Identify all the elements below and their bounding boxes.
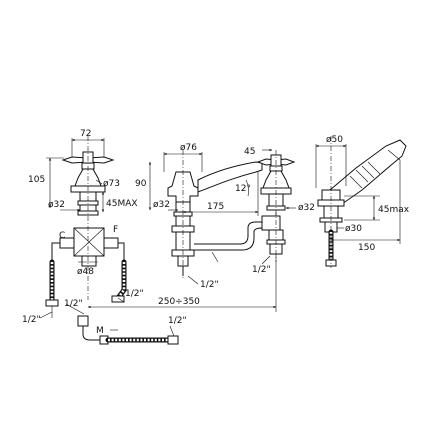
label-half-inch-a: 1/2" — [125, 289, 144, 299]
dim-diameter-32-middle: ø32 — [153, 200, 170, 210]
bottom-hose-assembly: M 1/2" — [77, 315, 187, 345]
label-c: C — [59, 231, 65, 241]
label-m: M — [96, 326, 104, 336]
middle-spout-view: ø76 90 ø32 175 12° 1/2" — [135, 143, 263, 290]
dim-diameter-32-left: ø32 — [48, 200, 65, 210]
dim-150: 150 — [358, 243, 375, 253]
hand-shower-view: ø50 45max ø30 150 — [315, 135, 410, 268]
label-f: F — [113, 225, 118, 235]
dim-72: 72 — [80, 129, 91, 139]
dim-45max-right: 45max — [378, 205, 410, 215]
left-dimensions: 72 105 ø73 ø32 45MAX C F ø48 1/2" 1/2" 1… — [22, 129, 144, 325]
dim-45: 45 — [244, 147, 255, 157]
label-half-inch-b: 1/2" — [22, 315, 41, 325]
right-valve-view: 45 ø32 1/2" — [211, 147, 315, 275]
middle-dimensions: ø76 90 ø32 175 12° 1/2" — [135, 143, 259, 290]
label-half-inch-d: 1/2" — [200, 280, 219, 290]
hose-fitting-right — [167, 335, 179, 345]
label-half-inch-g: 1/2" — [252, 265, 271, 275]
dim-diameter-76: ø76 — [180, 143, 197, 153]
dim-175: 175 — [207, 202, 224, 212]
left-valve-view: 72 105 ø73 ø32 45MAX C F ø48 1/2" 1/2" 1… — [22, 129, 144, 325]
label-half-inch-c: 1/2" — [64, 299, 83, 309]
hose-nut-right — [111, 295, 125, 303]
dim-diameter-73: ø73 — [103, 179, 120, 189]
dim-45max-left: 45MAX — [106, 199, 138, 209]
spout-body — [167, 161, 263, 276]
right-dimensions: 45 ø32 1/2" — [211, 147, 315, 275]
dim-90: 90 — [135, 179, 147, 189]
hose-fitting-left — [77, 315, 89, 327]
dim-105: 105 — [28, 175, 45, 185]
mixing-block-left — [51, 227, 125, 267]
dim-diameter-50: ø50 — [326, 135, 343, 145]
dim-range-250-350: 250÷350 — [158, 297, 200, 307]
dim-angle-12: 12° — [235, 184, 251, 194]
dim-diameter-32-right: ø32 — [298, 203, 315, 213]
dim-diameter-30: ø30 — [345, 224, 362, 234]
shower-dimensions: ø50 45max ø30 150 — [315, 135, 410, 253]
label-half-inch-e: 1/2" — [168, 316, 187, 326]
hose-nut-left — [45, 299, 59, 307]
dim-diameter-48: ø48 — [77, 267, 94, 277]
hand-shower-head — [329, 139, 407, 205]
